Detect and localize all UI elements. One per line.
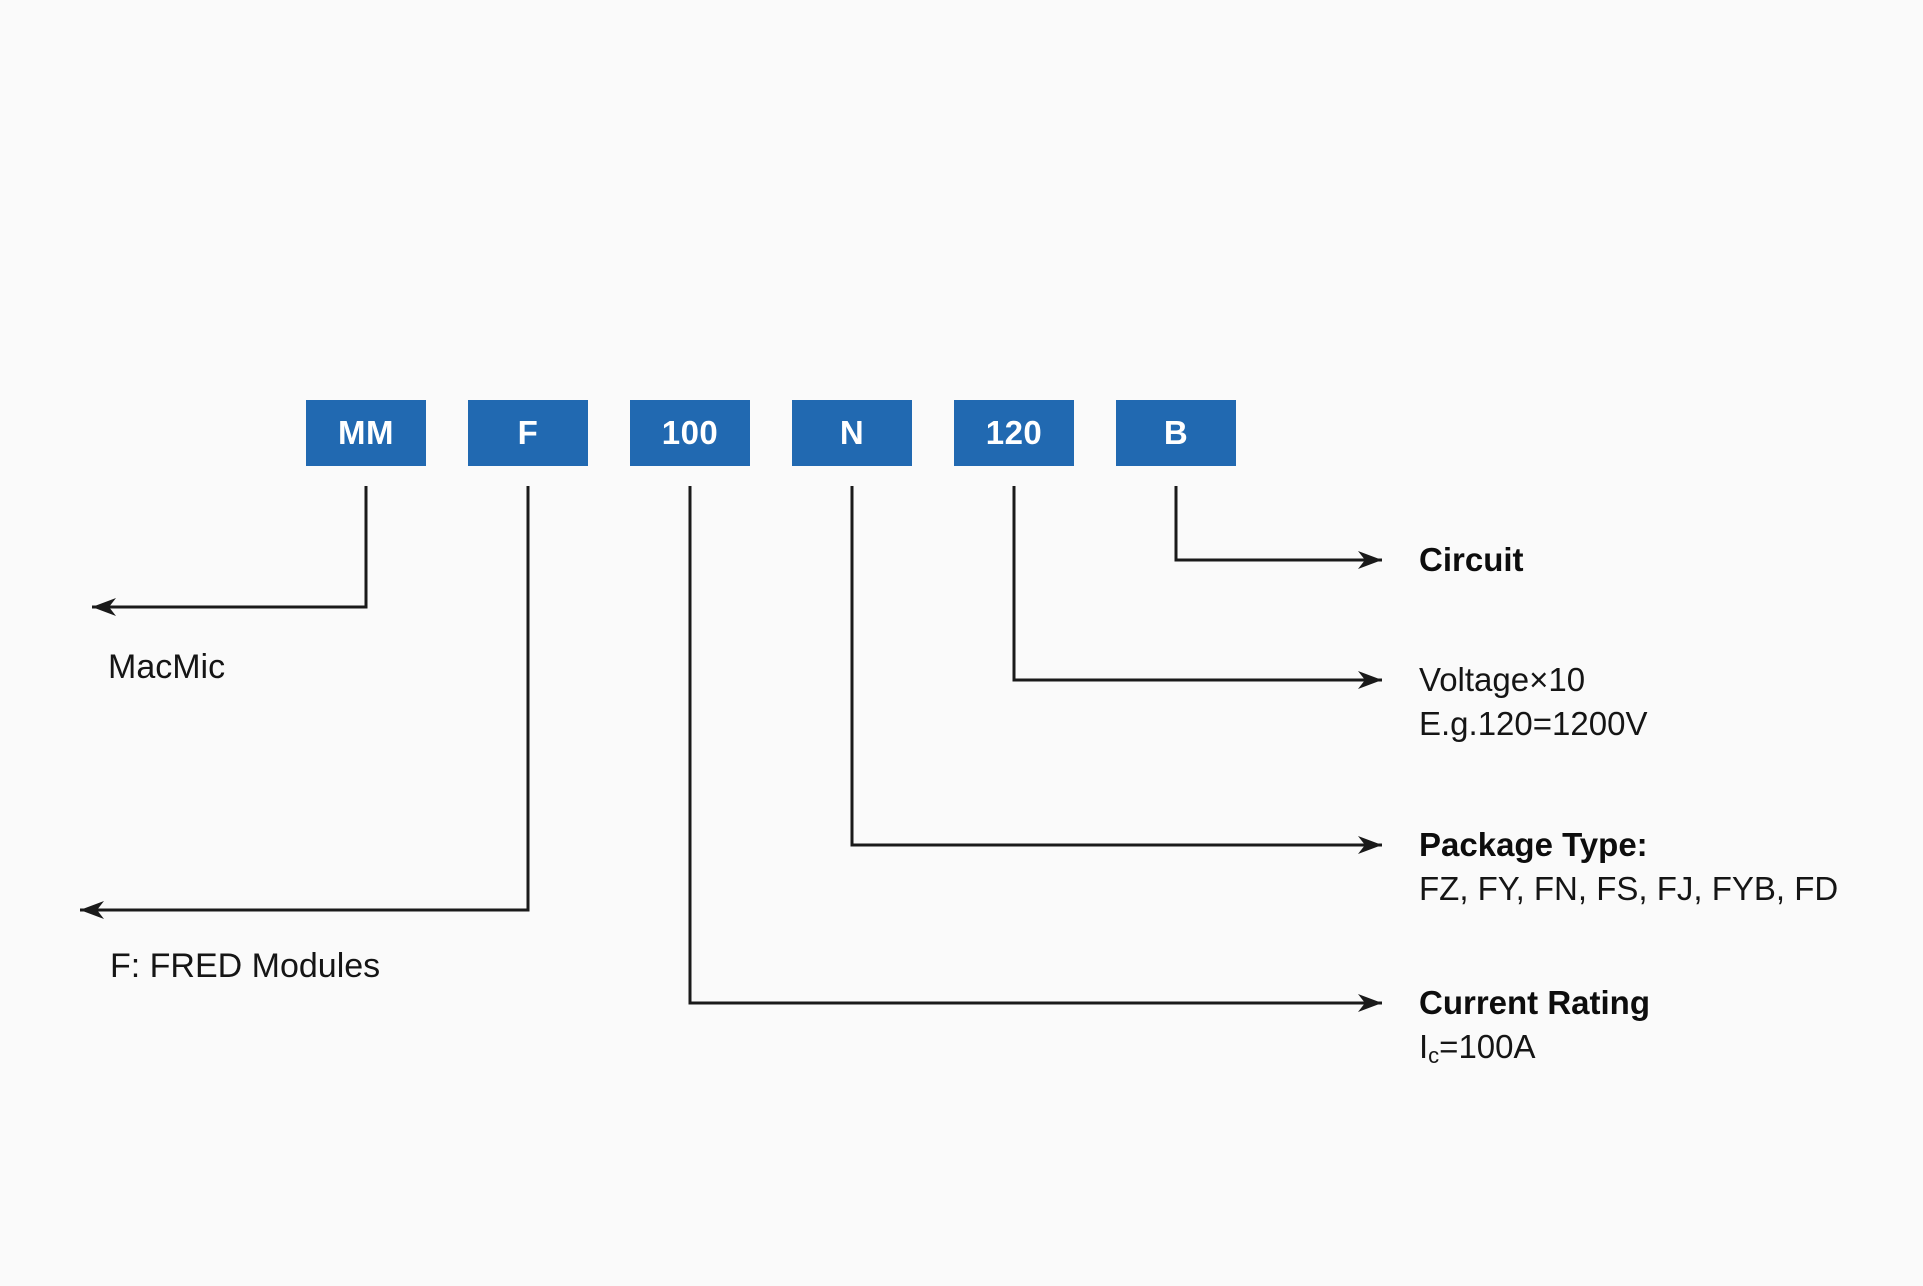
- current-value: =100A: [1439, 1028, 1536, 1065]
- callout-circuit: Circuit: [1419, 538, 1524, 582]
- current-subscript: c: [1428, 1043, 1440, 1068]
- segment-box-circuit: B: [1116, 400, 1236, 466]
- segment-code: 100: [661, 414, 719, 451]
- current-symbol: I: [1419, 1028, 1429, 1065]
- segment-box-current: 100: [630, 400, 750, 466]
- connector-mm-to-macmic: [92, 486, 368, 616]
- callout-manufacturer: MacMic: [108, 645, 225, 689]
- segment-code: N: [839, 414, 865, 451]
- callout-package-title: Package Type:: [1419, 826, 1648, 863]
- connector-n-to-package: [850, 486, 1382, 854]
- segment-box-package: N: [792, 400, 912, 466]
- callout-family-label: F: FRED Modules: [110, 947, 381, 985]
- callout-circuit-title: Circuit: [1419, 541, 1524, 578]
- segment-box-family: F: [468, 400, 588, 466]
- callout-family: F: FRED Modules: [110, 944, 380, 988]
- segment-box-voltage: 120: [954, 400, 1074, 466]
- segment-code: F: [517, 414, 539, 451]
- callout-manufacturer-label: MacMic: [108, 648, 226, 686]
- callout-current-detail: Ic=100A: [1419, 1025, 1650, 1073]
- connector-f-to-family: [80, 486, 530, 919]
- callout-current: Current Rating Ic=100A: [1419, 981, 1650, 1073]
- callout-voltage: Voltage×10 E.g.120=1200V: [1419, 658, 1647, 746]
- callout-voltage-title: Voltage×10: [1419, 661, 1586, 698]
- connector-100-to-current: [688, 486, 1382, 1012]
- segment-code: B: [1163, 414, 1189, 451]
- segment-box-manufacturer: MM: [306, 400, 426, 466]
- callout-current-title: Current Rating: [1419, 984, 1650, 1021]
- segment-code: MM: [338, 414, 394, 451]
- callout-voltage-detail: E.g.120=1200V: [1419, 705, 1648, 742]
- callout-package: Package Type: FZ, FY, FN, FS, FJ, FYB, F…: [1419, 823, 1838, 911]
- segment-code: 120: [985, 414, 1043, 451]
- callout-package-detail: FZ, FY, FN, FS, FJ, FYB, FD: [1419, 870, 1839, 907]
- connector-b-to-circuit: [1174, 486, 1382, 569]
- connector-120-to-voltage: [1012, 486, 1382, 689]
